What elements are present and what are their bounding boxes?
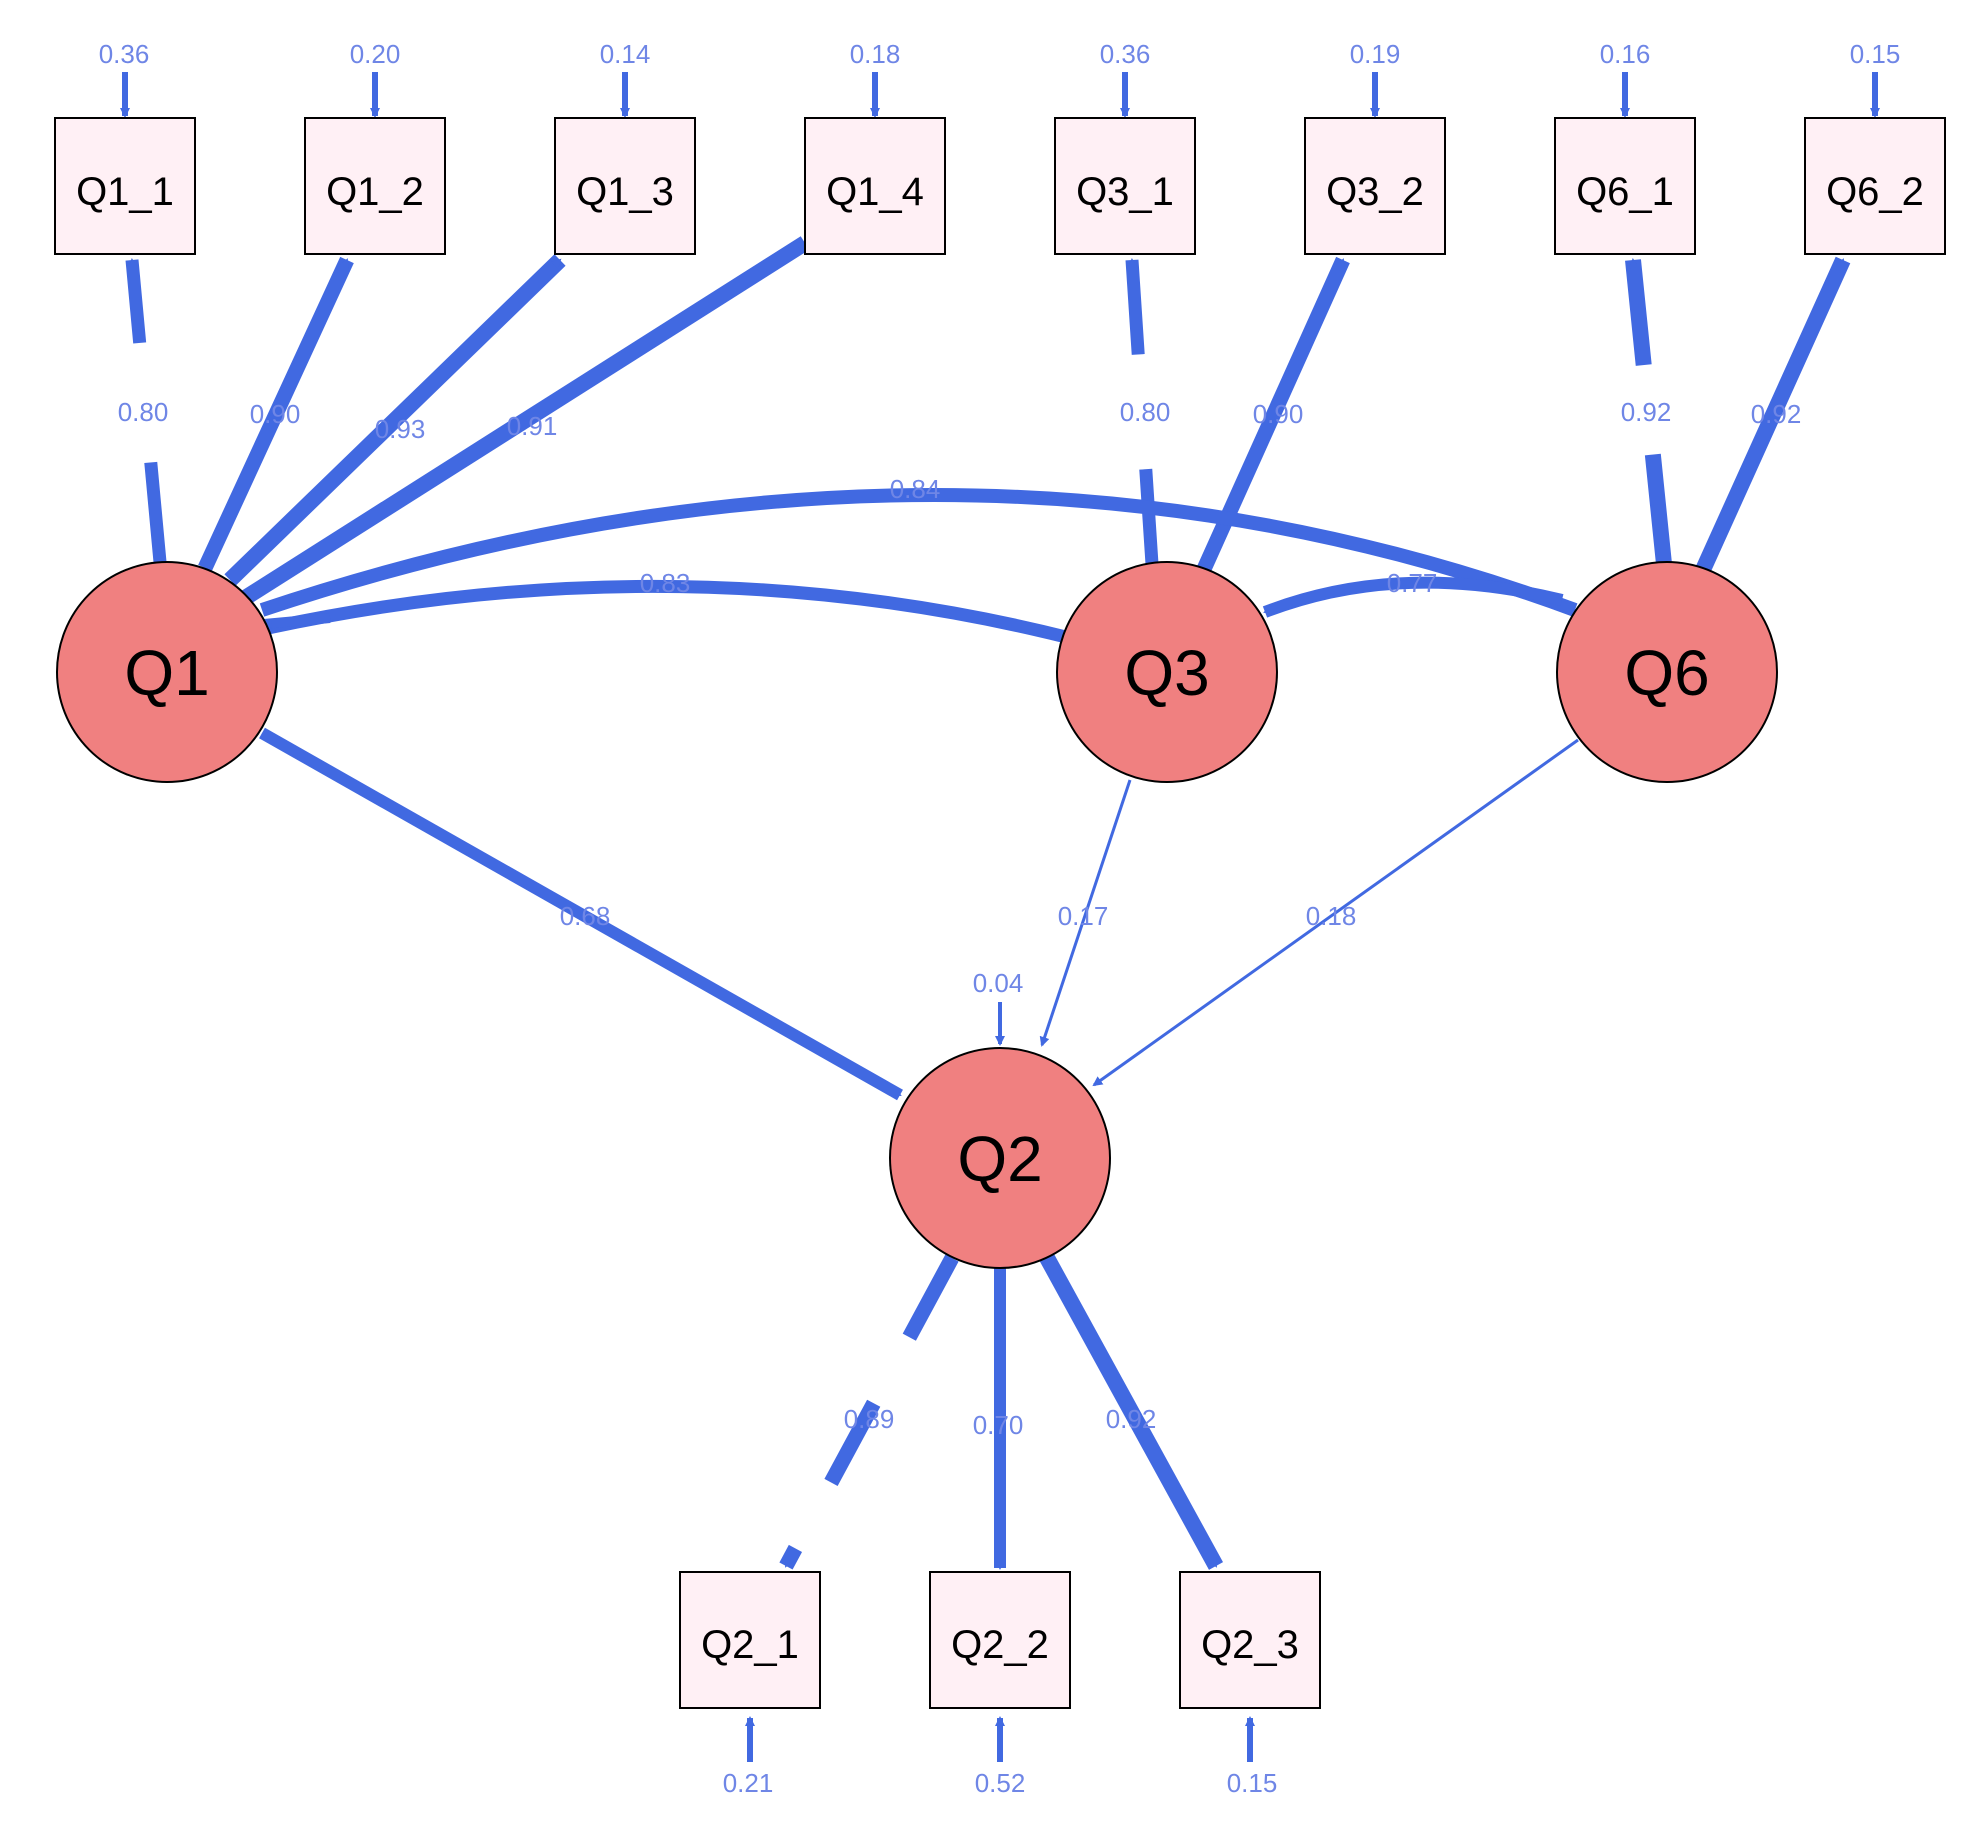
latent-Q3: Q3 — [1056, 561, 1278, 783]
manifest-Q2_2: Q2_2 — [929, 1571, 1071, 1709]
residual-label-Q6_2: 0.15 — [1850, 39, 1901, 69]
manifest-label-Q6_2: Q6_2 — [1826, 170, 1924, 214]
manifest-Q1_2: Q1_2 — [304, 117, 446, 255]
residual-label-Q1_3: 0.14 — [600, 39, 651, 69]
loading-label-Q2-Q2_1: 0.89 — [844, 1404, 895, 1434]
manifest-Q6_1: Q6_1 — [1554, 117, 1696, 255]
manifest-Q1_1: Q1_1 — [54, 117, 196, 255]
latent-Q1: Q1 — [56, 561, 278, 783]
loading-arrows — [125, 236, 1851, 1570]
manifest-label-Q2_2: Q2_2 — [951, 1623, 1049, 1667]
regression-label-Q1-Q2: 0.68 — [560, 901, 611, 931]
covariance-label-Q1-Q6: 0.84 — [890, 474, 941, 504]
latent-nodes: Q1 Q3 Q6 Q2 — [56, 561, 1778, 1269]
regression-label-Q3-Q2: 0.17 — [1058, 901, 1109, 931]
loading-arrow-Q6-Q6_1 — [1625, 258, 1672, 565]
residual-arrows — [120, 72, 1880, 1762]
loading-arrow-Q3-Q3_2 — [1193, 256, 1350, 582]
regression-labels: 0.68 0.17 0.18 — [560, 901, 1357, 931]
residual-label-Q3_1: 0.36 — [1100, 39, 1151, 69]
residual-label-Q1_2: 0.20 — [350, 39, 401, 69]
loading-label-Q6-Q6_2: 0.92 — [1751, 399, 1802, 429]
covariance-label-Q1-Q3: 0.83 — [640, 568, 691, 598]
residual-labels: 0.36 0.20 0.14 0.18 0.36 0.19 0.16 0.15 … — [99, 39, 1901, 1798]
manifest-Q2_3: Q2_3 — [1179, 1571, 1321, 1709]
manifest-label-Q1_1: Q1_1 — [76, 170, 174, 214]
loading-labels: 0.80 0.90 0.93 0.91 0.80 0.90 0.92 0.92 … — [118, 397, 1802, 1440]
latent-Q6: Q6 — [1556, 561, 1778, 783]
manifest-Q3_1: Q3_1 — [1054, 117, 1196, 255]
loading-arrow-Q1-Q1_4 — [240, 236, 810, 605]
covariance-arrow-Q1-Q3 — [266, 579, 1072, 645]
manifest-Q1_3: Q1_3 — [554, 117, 696, 255]
residual-label-Q2_1: 0.21 — [723, 1768, 774, 1798]
manifest-label-Q2_3: Q2_3 — [1201, 1623, 1299, 1667]
manifest-boxes-top: Q1_1 Q1_2 Q1_3 Q1_4 Q3_1 Q3_2 Q6_1 Q6_2 — [54, 117, 1946, 255]
loading-arrow-Q2-Q2_1 — [779, 1254, 959, 1570]
covariance-arrow-Q3-Q6 — [1262, 576, 1564, 618]
manifest-Q1_4: Q1_4 — [804, 117, 946, 255]
loading-arrow-Q2-Q2_3 — [1038, 1252, 1224, 1570]
residual-label-Q1_1: 0.36 — [99, 39, 150, 69]
loading-label-Q6-Q6_1: 0.92 — [1621, 397, 1672, 427]
manifest-Q6_2: Q6_2 — [1804, 117, 1946, 255]
covariance-label-Q3-Q6: 0.77 — [1387, 568, 1438, 598]
manifest-label-Q1_2: Q1_2 — [326, 170, 424, 214]
residual-label-Q2_2: 0.52 — [975, 1768, 1026, 1798]
regression-arrows — [259, 727, 1579, 1101]
regression-label-Q6-Q2: 0.18 — [1306, 901, 1357, 931]
regression-arrow-Q3-Q2 — [1039, 779, 1132, 1047]
loading-label-Q2-Q2_2: 0.70 — [973, 1410, 1024, 1440]
covariance-arrowhead-Q1-start — [262, 613, 331, 629]
loading-label-Q3-Q3_2: 0.90 — [1253, 399, 1304, 429]
loading-arrow-Q6-Q6_2 — [1694, 256, 1851, 576]
regression-arrow-Q1-Q2 — [259, 727, 903, 1101]
manifest-label-Q2_1: Q2_1 — [701, 1623, 799, 1667]
manifest-label-Q6_1: Q6_1 — [1576, 170, 1674, 214]
residual-label-Q3_2: 0.19 — [1350, 39, 1401, 69]
latent-label-Q2: Q2 — [957, 1123, 1042, 1195]
loading-label-Q3-Q3_1: 0.80 — [1120, 397, 1171, 427]
residual-label-Q6_1: 0.16 — [1600, 39, 1651, 69]
loading-label-Q1-Q1_2: 0.90 — [250, 399, 301, 429]
latent-Q2: Q2 — [889, 1047, 1111, 1269]
loading-arrow-Q1-Q1_1 — [125, 258, 167, 563]
loading-label-Q1-Q1_3: 0.93 — [375, 414, 426, 444]
manifest-label-Q1_3: Q1_3 — [576, 170, 674, 214]
manifest-label-Q3_2: Q3_2 — [1326, 170, 1424, 214]
loading-label-Q2-Q2_3: 0.92 — [1106, 1404, 1157, 1434]
manifest-label-Q1_4: Q1_4 — [826, 170, 924, 214]
covariance-labels: 0.84 0.83 0.77 — [640, 474, 1438, 598]
loading-label-Q1-Q1_1: 0.80 — [118, 397, 169, 427]
manifest-Q3_2: Q3_2 — [1304, 117, 1446, 255]
latent-label-Q6: Q6 — [1624, 637, 1709, 709]
residual-label-Q2_3: 0.15 — [1227, 1768, 1278, 1798]
loading-label-Q1-Q1_4: 0.91 — [507, 411, 558, 441]
covariance-arrows — [259, 488, 1578, 645]
regression-arrow-Q6-Q2 — [1092, 738, 1579, 1087]
residual-label-Q2: 0.04 — [973, 968, 1024, 998]
manifest-label-Q3_1: Q3_1 — [1076, 170, 1174, 214]
residual-label-Q1_4: 0.18 — [850, 39, 901, 69]
covariance-arrow-Q1-Q6 — [259, 488, 1578, 617]
latent-label-Q3: Q3 — [1124, 637, 1209, 709]
manifest-Q2_1: Q2_1 — [679, 1571, 821, 1709]
loading-arrow-Q1-Q1_2 — [198, 256, 354, 572]
manifest-boxes-bottom: Q2_1 Q2_2 Q2_3 — [679, 1571, 1321, 1709]
latent-label-Q1: Q1 — [124, 637, 209, 709]
loading-arrow-Q1-Q1_3 — [224, 254, 566, 586]
